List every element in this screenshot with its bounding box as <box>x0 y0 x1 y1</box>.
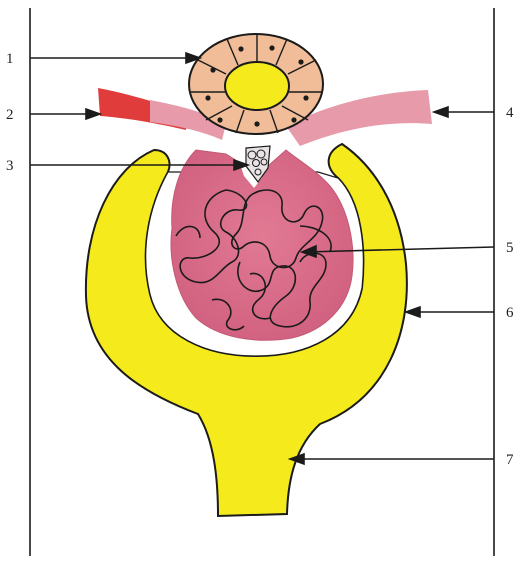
label-5: 5 <box>506 240 514 256</box>
label-4: 4 <box>506 105 514 121</box>
label-1: 1 <box>6 51 14 67</box>
label-7: 7 <box>506 452 514 468</box>
distal-tubule-cross-section <box>189 34 323 134</box>
label-2: 2 <box>6 107 14 123</box>
label-3: 3 <box>6 158 14 174</box>
label-6: 6 <box>506 305 514 321</box>
